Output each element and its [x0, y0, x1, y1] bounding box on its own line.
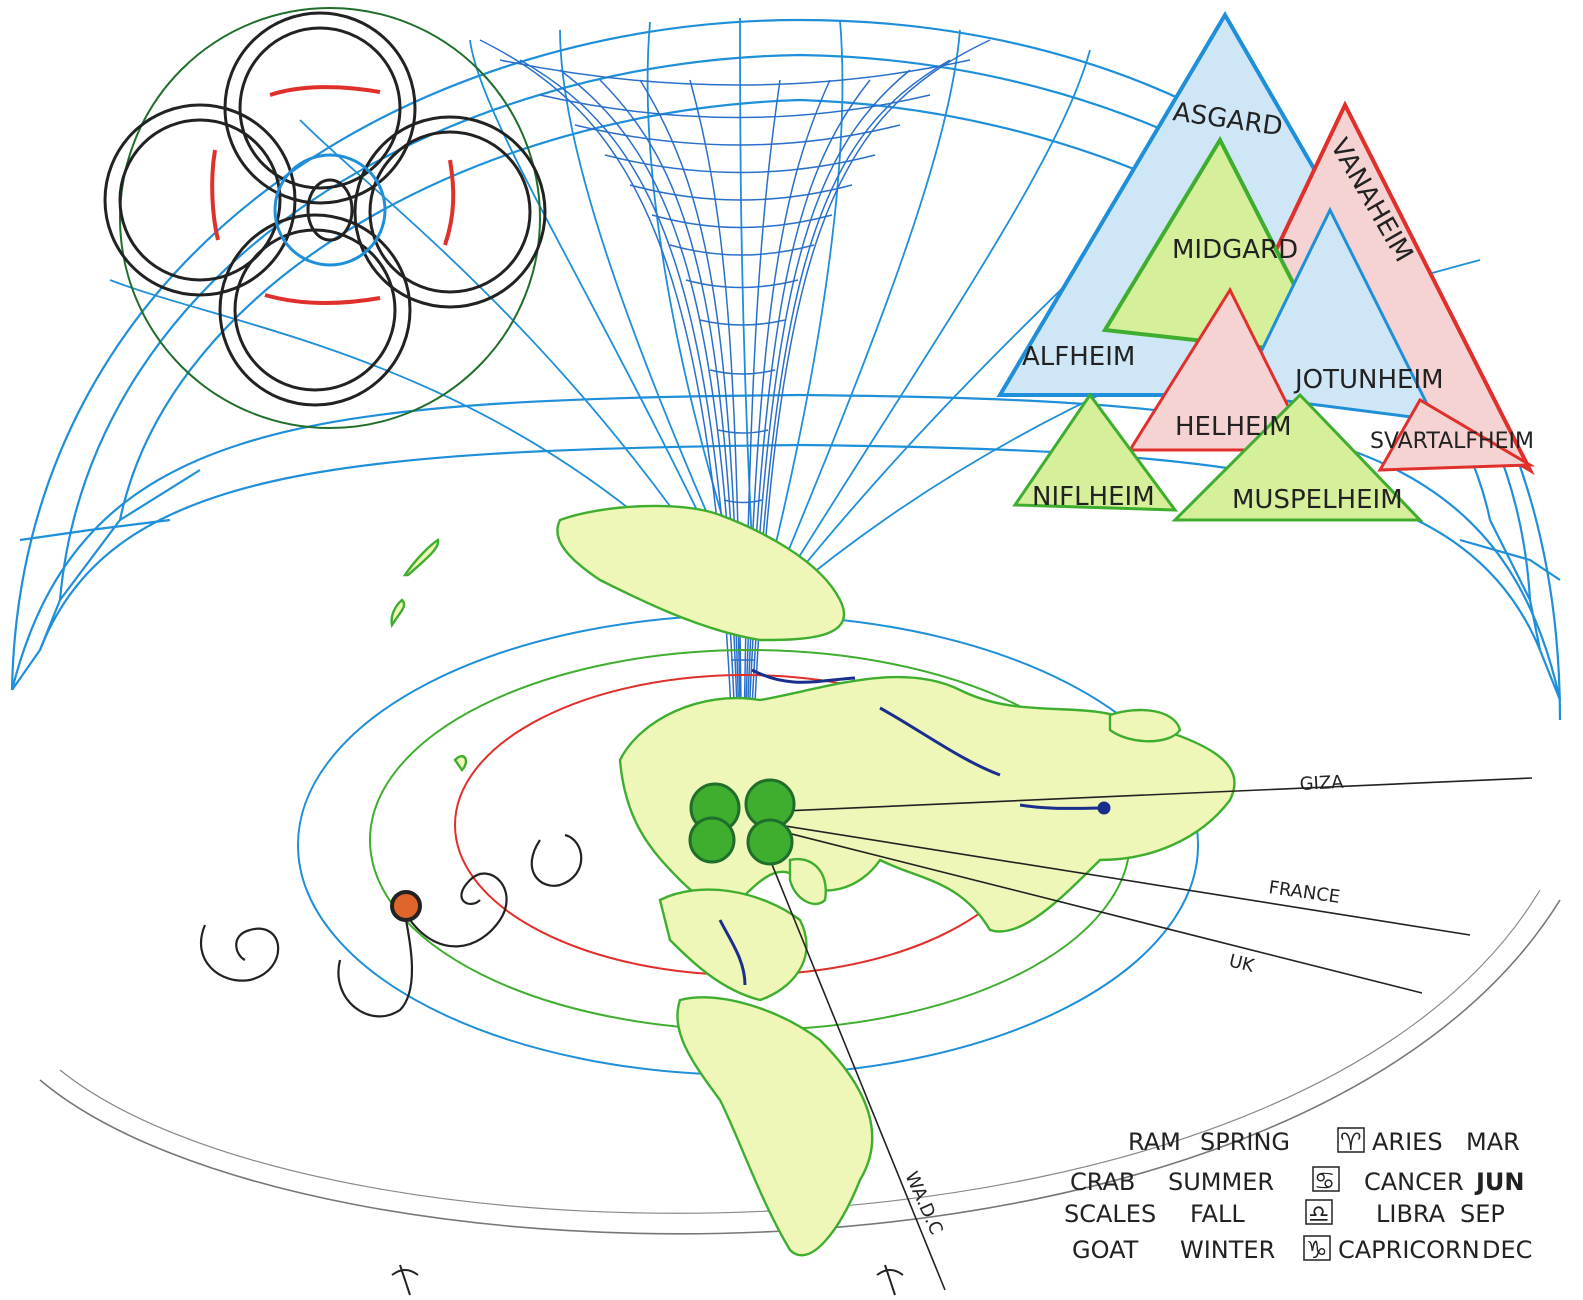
sun-path-spirals [199, 833, 583, 1018]
legend-sign: ARIES [1372, 1128, 1443, 1156]
legend-month: MAR [1466, 1128, 1520, 1156]
legend-symbol: ♈ [1340, 1128, 1362, 1156]
rivers [718, 668, 1111, 986]
legend-sign: CAPRICORN [1338, 1236, 1480, 1264]
realm-niflheim: NIFLHEIM [1032, 482, 1155, 512]
legend-sign: CANCER [1364, 1168, 1464, 1196]
legend-animal: GOAT [1072, 1236, 1139, 1264]
continents [390, 504, 1236, 1257]
legend-season: SPRING [1200, 1128, 1290, 1156]
four-leaf-clover-icon [688, 778, 796, 866]
legend-row: SCALES FALL ♎ LIBRA SEP [1064, 1199, 1505, 1228]
legend-row: RAM SPRING ♈ ARIES MAR [1128, 1127, 1520, 1156]
legend-row: CRAB SUMMER ♋ CANCER JUN [1070, 1166, 1525, 1196]
place-france: FRANCE [1267, 877, 1341, 908]
legend-season: WINTER [1180, 1236, 1275, 1264]
legend-symbol: ♎ [1308, 1200, 1330, 1228]
legend-animal: CRAB [1070, 1168, 1135, 1196]
legend-animal: RAM [1128, 1128, 1181, 1156]
realm-muspelheim: MUSPELHEIM [1232, 485, 1403, 515]
realm-jotunheim: JOTUNHEIM [1293, 365, 1444, 395]
legend-season: FALL [1190, 1200, 1245, 1228]
celtic-knot-icon [103, 7, 547, 429]
legend-animal: SCALES [1064, 1200, 1156, 1228]
legend-season: SUMMER [1168, 1168, 1274, 1196]
legend-month: DEC [1482, 1236, 1532, 1264]
sun-icon [390, 890, 422, 922]
legend-symbol: ♑ [1306, 1236, 1328, 1264]
bottom-glyphs [391, 1264, 904, 1296]
realm-helheim: HELHEIM [1175, 412, 1292, 442]
legend-symbol: ♋ [1314, 1167, 1336, 1195]
realm-midgard: MIDGARD [1172, 235, 1298, 265]
realm-alfheim: ALFHEIM [1022, 342, 1135, 372]
legend-month: SEP [1460, 1200, 1505, 1228]
place-wadc: WA.D.C [900, 1168, 946, 1237]
realm-triangles [996, 11, 1536, 522]
legend-row: GOAT WINTER ♑ CAPRICORN DEC [1072, 1235, 1532, 1264]
place-giza: GIZA [1299, 772, 1345, 795]
legend-month: JUN [1474, 1168, 1525, 1196]
zodiac-legend: RAM SPRING ♈ ARIES MAR CRAB SUMMER ♋ CAN… [1064, 1127, 1532, 1264]
realm-svartalfheim: SVARTALFHEIM [1370, 429, 1534, 454]
distance-lines [759, 777, 1533, 1291]
legend-sign: LIBRA [1376, 1200, 1446, 1228]
place-uk: UK [1227, 950, 1257, 977]
